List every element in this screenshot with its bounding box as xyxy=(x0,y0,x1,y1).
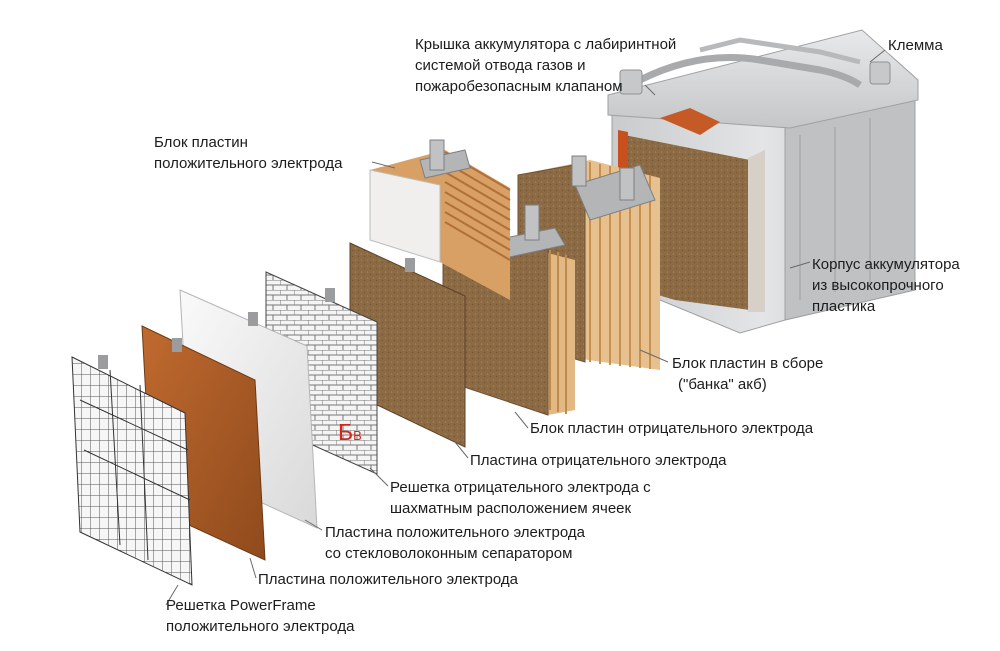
label-negative-block: Блок пластин отрицательного электрода xyxy=(530,420,814,437)
label-assembly: Блок пластин в сборе ("банка" акб) xyxy=(672,355,824,393)
leader-pos-block xyxy=(371,161,396,169)
label-positive-plate-separator: Пластина положительного электрода со сте… xyxy=(325,524,585,562)
watermark-logo: БВ xyxy=(338,419,362,445)
leader-pos-plate-sep xyxy=(304,519,323,531)
label-positive-plate: Пластина положительного электрода xyxy=(258,571,518,588)
powerframe-grid xyxy=(71,355,193,586)
leader-neg-plate xyxy=(454,441,469,459)
battery-lid xyxy=(607,29,919,129)
label-lid: Крышка аккумулятора с лабиринтной систем… xyxy=(415,36,677,95)
positive-plate-block xyxy=(369,139,511,300)
label-powerframe: Решетка PowerFrame положительного электр… xyxy=(166,597,355,635)
leader-neg-grid xyxy=(369,467,389,487)
leader-lines xyxy=(165,49,886,606)
leader-pos-plate xyxy=(249,557,257,579)
leader-powerframe xyxy=(165,584,179,606)
label-terminal: Клемма xyxy=(888,37,943,54)
leader-terminal xyxy=(869,49,886,63)
leader-case xyxy=(789,261,811,269)
leader-lid xyxy=(644,84,656,96)
terminal-icon xyxy=(619,61,891,95)
leader-neg-block xyxy=(514,411,529,429)
label-case: Корпус аккумулятора из высокопрочного пл… xyxy=(812,256,960,315)
label-negative-grid: Решетка отрицательного электрода с шахма… xyxy=(390,479,651,517)
label-positive-block: Блок пластин положительного электрода xyxy=(154,134,343,172)
leader-assembly xyxy=(639,349,669,363)
label-negative-plate: Пластина отрицательного электрода xyxy=(470,452,727,469)
